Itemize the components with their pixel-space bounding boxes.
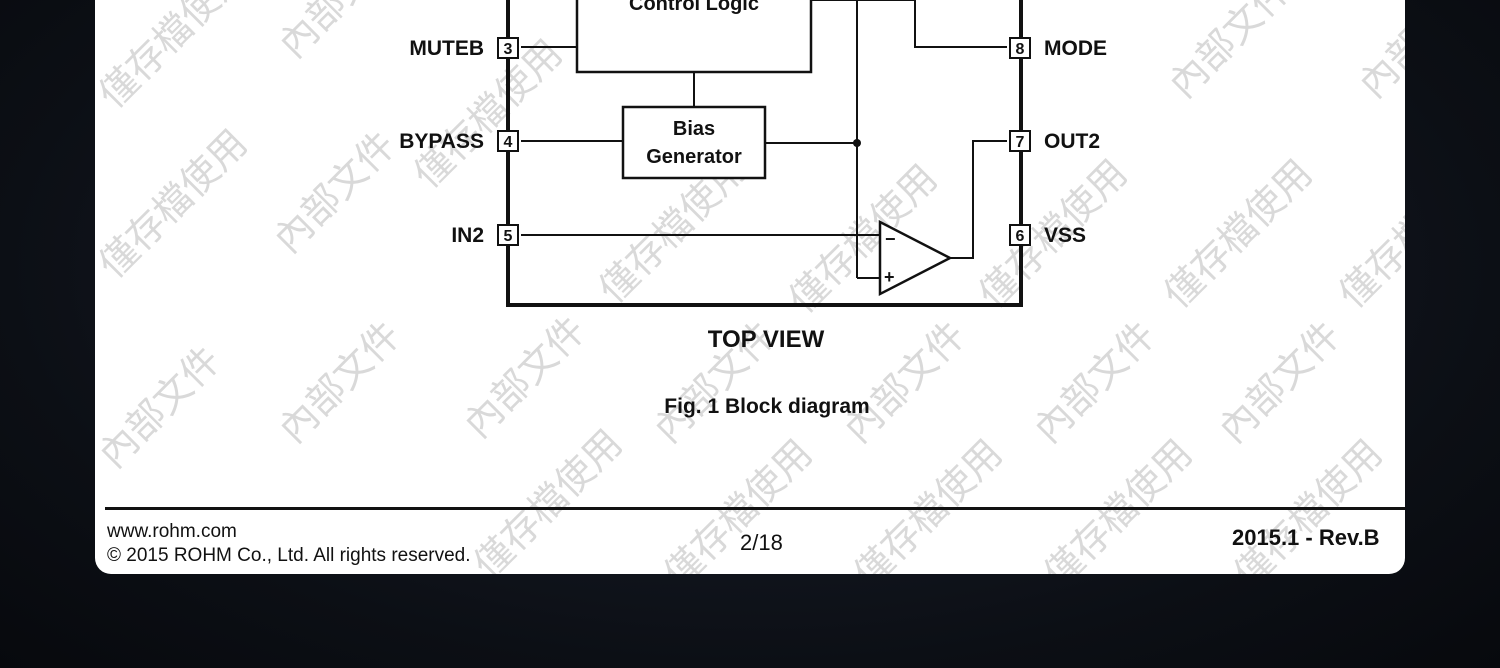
bias-label-2: Generator <box>646 146 742 168</box>
watermark-text: 僅存檔使用 <box>95 121 256 286</box>
pin-name: MODE <box>1044 37 1107 60</box>
footer-copyright: © 2015 ROHM Co., Ltd. All rights reserve… <box>107 545 471 566</box>
watermark-layer: 僅存檔使用 內部文件 僅存檔使用 內部文件 僅存檔使用 內部文件 內部文件 僅存… <box>95 0 1405 574</box>
watermark-text: 內部文件 <box>265 123 404 262</box>
pin-number: 5 <box>504 228 513 245</box>
pin-box <box>497 37 519 59</box>
footer-website: www.rohm.com <box>107 521 237 542</box>
watermark-text: 僅存檔使用 <box>845 431 1010 574</box>
pin-name: MUTEB <box>409 37 484 60</box>
watermark-text: 僅存檔使用 <box>780 156 945 321</box>
control-logic-block: Control Logic <box>575 0 813 74</box>
pin-name: IN2 <box>451 224 484 247</box>
amplifier-symbol: − + <box>878 219 953 297</box>
watermark-text: 僅存檔使用 <box>465 421 630 574</box>
watermark-text: 內部文件 <box>835 313 974 452</box>
junction-dot <box>853 139 861 147</box>
figure-caption: Fig. 1 Block diagram <box>664 395 869 418</box>
watermark-text: 僅存檔使用 <box>1225 431 1390 574</box>
pin-name: BYPASS <box>399 130 484 153</box>
pin-number: 4 <box>504 134 513 151</box>
left-pins: 3 MUTEB 4 BYPASS 5 IN2 <box>399 37 519 247</box>
watermark-text: 僅存檔使用 <box>1155 151 1320 316</box>
bias-label-1: Bias <box>673 118 715 140</box>
amp-minus-sign: − <box>885 229 896 249</box>
pin-box <box>497 130 519 152</box>
document-page: 僅存檔使用 內部文件 僅存檔使用 內部文件 僅存檔使用 內部文件 內部文件 僅存… <box>95 0 1405 574</box>
right-pins: 8 MODE 7 OUT2 6 VSS <box>1009 37 1107 247</box>
pin-number: 8 <box>1016 41 1025 58</box>
watermark-text: 內部文件 <box>95 338 229 477</box>
watermark-text: 內部文件 <box>270 0 409 66</box>
pin-number: 7 <box>1016 134 1025 151</box>
pin-name: OUT2 <box>1044 130 1100 153</box>
bias-generator-block: Bias Generator <box>621 72 767 180</box>
watermark-text: 內部文件 <box>270 313 409 452</box>
block-diagram: 僅存檔使用 內部文件 僅存檔使用 內部文件 僅存檔使用 內部文件 內部文件 僅存… <box>95 0 1405 574</box>
watermark-text: 內部文件 <box>1025 313 1164 452</box>
control-logic-label: Control Logic <box>629 0 759 15</box>
top-view-label: TOP VIEW <box>708 326 825 353</box>
watermark-text: 僅存檔使用 <box>1035 431 1200 574</box>
pin-name: VSS <box>1044 224 1086 247</box>
watermark-text: 僅存檔使用 <box>1330 151 1405 316</box>
amp-plus-sign: + <box>884 267 895 287</box>
watermark-text: 內部文件 <box>1160 0 1299 106</box>
pin-box <box>1009 224 1031 246</box>
pin-number: 3 <box>504 41 513 58</box>
watermark-text: 內部文件 <box>1350 0 1405 106</box>
footer-left: www.rohm.com © 2015 ROHM Co., Ltd. All r… <box>107 520 471 568</box>
watermark-text: 內部文件 <box>1210 313 1349 452</box>
watermark-text: 僅存檔使用 <box>95 0 256 116</box>
pin-box <box>1009 37 1031 59</box>
page-number: 2/18 <box>740 530 783 555</box>
footer-divider <box>105 507 1405 510</box>
watermark-text: 內部文件 <box>455 308 594 447</box>
revision-label: 2015.1 - Rev.B <box>1232 525 1380 550</box>
pin-box <box>497 224 519 246</box>
watermark-text: 僅存檔使用 <box>655 431 820 574</box>
pin-box <box>1009 130 1031 152</box>
pin-number: 6 <box>1016 228 1025 245</box>
